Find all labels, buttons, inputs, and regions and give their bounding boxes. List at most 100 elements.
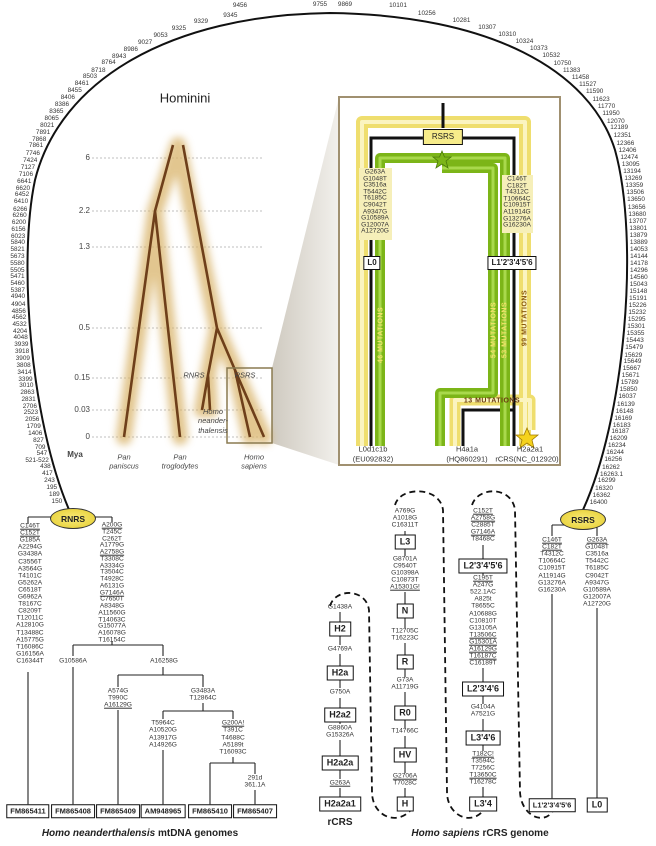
genome-position-label: 7891 — [35, 128, 51, 136]
time-axis-tick: 0.03 — [74, 405, 90, 414]
mutation-label: A247G — [472, 581, 494, 589]
genome-position-label: 8718 — [91, 66, 106, 74]
genome-position-label: 8386 — [54, 100, 70, 108]
genome-position-label: 10373 — [529, 45, 548, 53]
mutation-label: T4101C — [18, 572, 42, 580]
sample-accession-box: FM865410 — [188, 804, 232, 818]
genome-position-label: 15355 — [626, 330, 645, 338]
mutation-label: T16223C — [391, 634, 419, 642]
genome-position-label: 16244 — [606, 448, 624, 456]
haplogroup-node: R0 — [394, 705, 416, 721]
mutation-label: A16078G — [98, 629, 126, 637]
haplogroup-node: H2a2a — [321, 755, 359, 771]
genome-position-label: 15850 — [619, 385, 638, 393]
inset-mutation: G16230A — [503, 221, 531, 229]
genome-position-label: 5673 — [10, 252, 25, 260]
haplogroup-path-dashes — [329, 490, 554, 819]
time-axis-tick: 0.5 — [78, 323, 90, 332]
mutation-label: C152T — [20, 529, 40, 537]
genome-position-label: 5580 — [10, 259, 25, 267]
inset-mutation: A11914G — [503, 208, 531, 216]
mutation-label: G185A — [19, 536, 41, 544]
mutation-label: A15301G! — [390, 584, 420, 592]
inset-leaf-name: H2a2a1 — [516, 444, 544, 454]
mutation-label: G10586A — [59, 657, 87, 665]
inset-mutation: T4312C — [505, 188, 529, 196]
genome-position-label: 11590 — [586, 88, 604, 96]
genome-position-label: 3010 — [19, 381, 34, 389]
genome-position-label: 7424 — [23, 156, 38, 164]
lower-tree-lines — [27, 516, 598, 805]
genome-position-label: 2863 — [20, 388, 35, 396]
genome-position-label: 13801 — [629, 224, 648, 232]
mutation-label: G1048T — [585, 543, 609, 551]
species-label-homo-sapiens: Homo sapiens — [241, 452, 267, 471]
mutation-label: G16230A — [538, 586, 566, 594]
genome-position-label: 5505 — [10, 266, 25, 274]
mutation-label: A574G — [107, 687, 129, 695]
green-star-icon — [431, 149, 453, 169]
mutation-label: G3483A — [190, 687, 216, 695]
mutation-label: G4104A — [470, 703, 496, 711]
mutation-label: G7146A — [470, 529, 496, 536]
mutation-label: G263A — [586, 536, 608, 544]
mutation-label: A12720G — [583, 600, 611, 608]
genome-position-label: 15789 — [620, 378, 639, 386]
genome-position-label: 14178 — [630, 259, 648, 267]
mutation-label: C10915T — [538, 565, 566, 573]
genome-position-label: 15479 — [625, 344, 644, 352]
genome-position-label: 16037 — [618, 392, 637, 400]
time-axis-tick: 0 — [85, 432, 90, 441]
mutation-label: G8860A — [327, 724, 353, 732]
mutation-label: T13650C — [469, 772, 497, 779]
genome-position-label: 195 — [46, 483, 58, 491]
genome-position-label: 16299 — [597, 477, 616, 485]
genome-position-label: 13680 — [628, 210, 647, 218]
mutation-count-c13: 13 MUTATIONS — [463, 397, 521, 405]
l0-mutations-bg — [359, 168, 392, 240]
inset-mutation: C182T — [507, 182, 527, 190]
haplogroup-node: L3'4 — [469, 796, 497, 812]
inset-l0-node: L0 — [363, 256, 381, 270]
genome-position-label: 16400 — [589, 499, 608, 506]
genome-position-label: 16256 — [604, 455, 623, 463]
mutation-label: A7521G — [470, 710, 496, 718]
mutation-label: G3438A — [17, 551, 43, 559]
mutation-label: G16156A — [16, 650, 44, 658]
mutation-label: A200G — [101, 521, 123, 529]
genome-position-label: 11770 — [597, 102, 616, 110]
mutation-label: A2758G — [99, 548, 125, 556]
genome-position-label: 16209 — [609, 435, 628, 443]
haplogroup-node: N — [396, 603, 414, 619]
haplogroup-node: L3 — [394, 534, 416, 550]
mutation-count-c46: 46 MUTATIONS — [377, 306, 385, 364]
mutation-label: A11914G — [538, 572, 566, 580]
genome-position-label: 14144 — [630, 253, 648, 261]
inset-mutation: C10915T — [503, 202, 531, 210]
mutation-label: C16311T — [391, 521, 419, 529]
mutation-count-c99: 99 MUTATIONS — [521, 289, 529, 347]
mutation-label: C9540T — [393, 562, 417, 570]
mutation-label: G1438A — [327, 603, 353, 611]
genome-position-label: 3399 — [18, 375, 33, 383]
mutation-label: G73A — [396, 676, 414, 684]
mutation-label: A3334G — [99, 562, 125, 570]
zoom-funnel — [272, 97, 339, 465]
genome-position-label: 12406 — [618, 146, 637, 154]
genome-position-label: 8406 — [60, 94, 75, 102]
inset-mutation: A9347G — [362, 208, 388, 216]
genome-position-label: 8455 — [67, 86, 82, 94]
mutation-label: T8167C — [18, 600, 42, 608]
inset-leaf-name: H4a1a — [455, 444, 479, 454]
neanderthal-caption: Homo neanderthalensis mtDNA genomes — [42, 829, 238, 839]
genome-position-label: 15443 — [625, 337, 644, 345]
haplogroup-node: H2a2a1 — [319, 796, 361, 812]
genome-position-label: 8986 — [123, 45, 138, 53]
l1-mutations-bg — [502, 175, 533, 233]
mutation-label: 291d — [247, 774, 263, 782]
genome-position-label: 3939 — [14, 341, 29, 349]
mutation-label: C9042T — [585, 572, 609, 580]
mutation-label: A1018G — [392, 514, 418, 522]
genome-position-label: 8764 — [101, 59, 116, 67]
